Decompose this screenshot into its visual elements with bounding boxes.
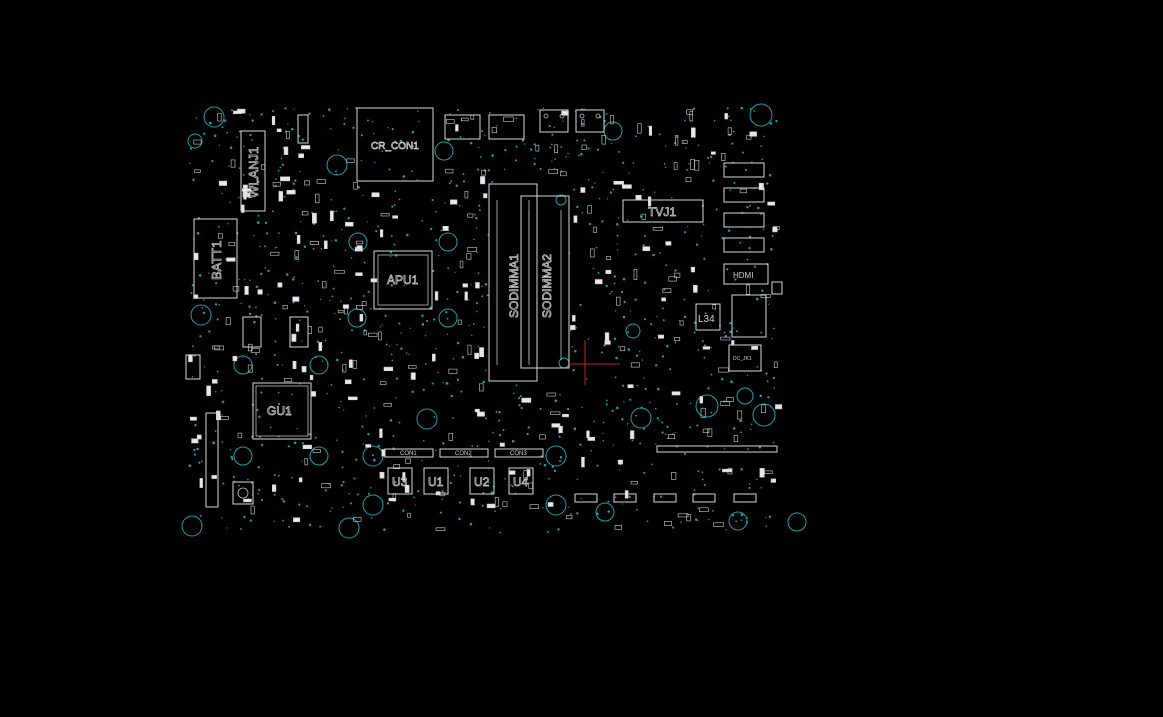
- left-small-connector: [185, 354, 201, 380]
- batt-label: BATT1: [209, 241, 224, 281]
- right-connectors: [723, 162, 765, 253]
- apu-label: APU1: [387, 273, 419, 287]
- hdmi-connector[interactable]: HDMI: [723, 263, 769, 285]
- chip-u3[interactable]: U3: [387, 467, 413, 495]
- con1-label: CON1: [400, 451, 417, 457]
- battery-connector[interactable]: BATT1: [193, 218, 238, 299]
- cursor-marker: [568, 340, 620, 385]
- small-components: [188, 108, 783, 531]
- con3-label: CON3: [510, 451, 527, 457]
- dc-jack-label: DC_JK1: [733, 356, 752, 362]
- left-vertical-connector: [205, 412, 219, 508]
- u2-label: U2: [474, 475, 490, 489]
- left-qfn-pair: [242, 316, 309, 348]
- cr-con-label: CR_CON1: [371, 141, 419, 152]
- sodimm-slot-a2[interactable]: SODIMMA2: [520, 195, 570, 369]
- top-usb-connectors: [444, 109, 605, 140]
- gpu-chip[interactable]: GU1: [252, 382, 312, 440]
- u1-label: U1: [428, 475, 444, 489]
- inductor-l34[interactable]: L34: [695, 303, 721, 331]
- u4-label: U4: [513, 475, 529, 489]
- sodimm-slot-a1[interactable]: SODIMMA1: [488, 183, 538, 382]
- usb-connector-right: [731, 294, 767, 338]
- card-reader-connector[interactable]: CR_CON1: [356, 107, 434, 182]
- wlan-label: WLANJ1: [246, 147, 261, 198]
- chip-u1[interactable]: U1: [423, 467, 449, 495]
- dc-jack[interactable]: DC_JK1: [728, 344, 762, 372]
- apu-chip[interactable]: APU1: [373, 250, 433, 310]
- chip-u2[interactable]: U2: [469, 467, 495, 495]
- left-bottom-square: [232, 481, 254, 505]
- l34-label: L34: [698, 314, 715, 325]
- wlan-connector[interactable]: WLANJ1: [240, 130, 266, 212]
- sodimm1-label: SODIMMA1: [507, 254, 521, 318]
- tv-connector[interactable]: TVJ1: [622, 199, 704, 223]
- small-switch: [771, 281, 783, 295]
- sodimm2-label: SODIMMA2: [540, 254, 554, 318]
- gu-label: GU1: [267, 404, 292, 418]
- con-strip: CON1 CON2 CON3: [384, 448, 544, 458]
- connector-small: [297, 114, 309, 144]
- chip-u4[interactable]: U4: [508, 467, 534, 495]
- via-field: [188, 106, 779, 534]
- bottom-long-connector: [656, 445, 778, 453]
- tvj-label: TVJ1: [648, 205, 676, 219]
- hdmi-label: HDMI: [733, 271, 753, 280]
- u3-label: U3: [392, 475, 408, 489]
- con2-label: CON2: [455, 451, 472, 457]
